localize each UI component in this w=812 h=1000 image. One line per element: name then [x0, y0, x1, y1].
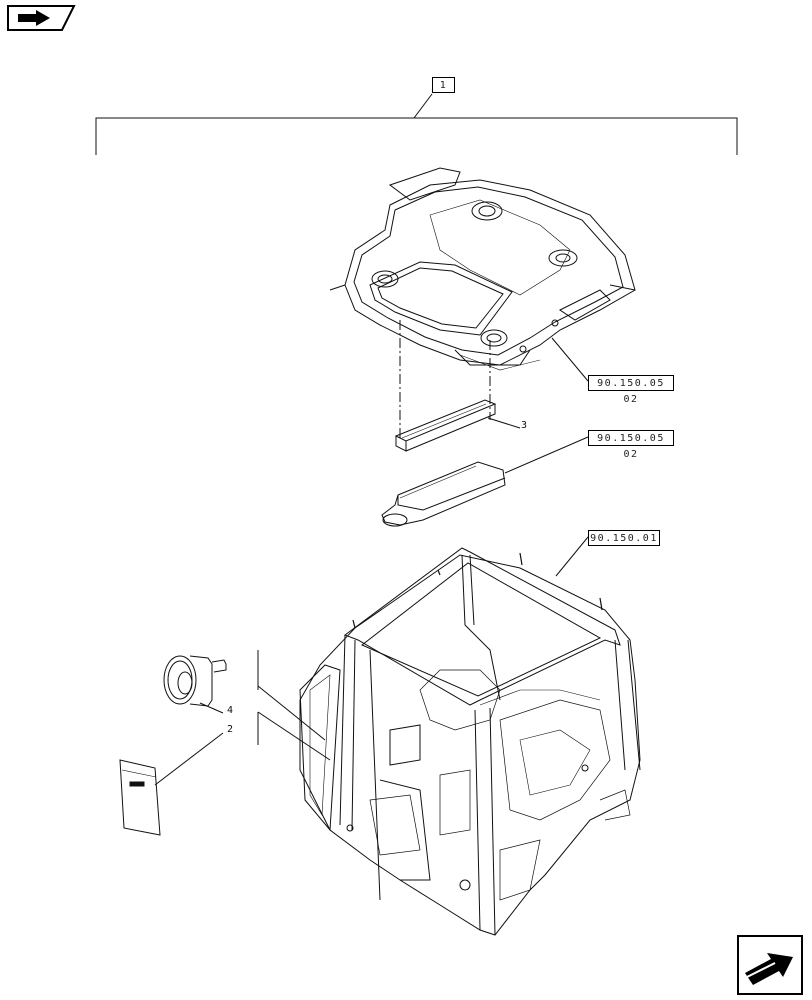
group-bracket: [95, 117, 738, 155]
callout-item-3-label: 3: [521, 420, 528, 431]
callout-item-3[interactable]: 3: [521, 420, 527, 431]
group-label-box[interactable]: 1: [432, 77, 455, 93]
callout-item-2-label: 2: [227, 724, 234, 735]
filter-reference-box[interactable]: 90.150.05 02: [588, 430, 674, 460]
cab-reference-box[interactable]: 90.150.01: [588, 530, 660, 546]
callout-item-4-label: 4: [227, 705, 234, 716]
next-page-arrow-icon[interactable]: [737, 935, 803, 995]
roof-reference-box[interactable]: 90.150.05 02: [588, 375, 674, 405]
knob-drawing: [163, 655, 227, 707]
roof-reference-label: 90.150.05 02: [597, 378, 665, 405]
group-label: 1: [439, 80, 448, 91]
callout-item-4[interactable]: 4: [227, 705, 233, 716]
filter-element-drawing: [394, 399, 497, 452]
roof-panel-drawing: [329, 167, 636, 371]
manual-drawing: [119, 759, 161, 836]
cab-frame-drawing: [299, 547, 641, 936]
back-book-icon[interactable]: [6, 4, 76, 32]
filter-reference-label: 90.150.05 02: [597, 433, 665, 460]
callout-item-2[interactable]: 2: [227, 724, 233, 735]
cab-reference-label: 90.150.01: [590, 533, 658, 544]
filter-housing-drawing: [381, 461, 506, 527]
